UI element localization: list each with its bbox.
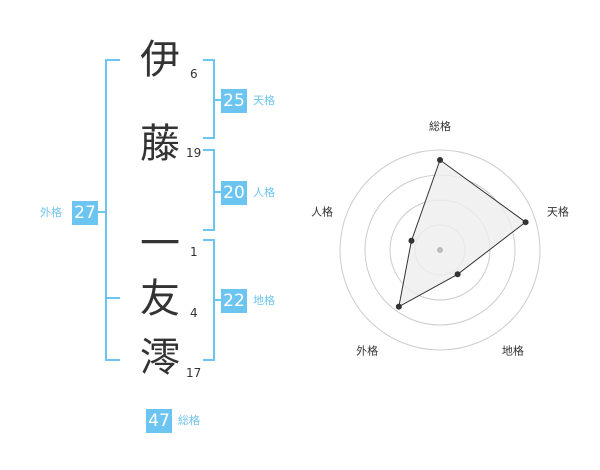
radar-point-4	[395, 303, 402, 310]
name-char-1: 伊	[140, 37, 180, 83]
tenkaku-label: 天格	[253, 94, 275, 107]
radar-series-area	[398, 159, 527, 308]
radar-point-1	[437, 157, 443, 163]
radar-center-point	[437, 247, 443, 253]
name-char-5: 澪	[140, 335, 180, 381]
stroke-count-4: 4	[190, 306, 198, 320]
name-char-3: 一	[140, 221, 180, 267]
radar-point-5	[408, 237, 415, 244]
radar-axis-label-4: 外格	[356, 343, 378, 357]
radar-axis-label-3: 地格	[502, 343, 524, 357]
radar-axis-label-2: 天格	[547, 205, 569, 219]
radar-axis-label-1: 総格	[429, 119, 451, 133]
chikaku-badge: 22	[221, 289, 247, 313]
soukaku-label: 総格	[178, 414, 200, 427]
gaikaku-bracket	[105, 59, 120, 361]
tenkaku-badge: 25	[221, 89, 247, 113]
gaikaku-badge: 27	[72, 201, 98, 225]
chikaku-label: 地格	[253, 294, 275, 307]
radar-axis-label-5: 人格	[311, 205, 333, 219]
stroke-count-3: 1	[190, 245, 198, 259]
stroke-count-1: 6	[190, 67, 198, 81]
radar-point-3	[454, 271, 461, 278]
stroke-count-5: 17	[186, 366, 202, 380]
gaikaku-label: 外格	[40, 206, 62, 219]
jinkaku-bracket	[203, 149, 215, 231]
jinkaku-badge: 20	[221, 181, 247, 205]
radar-point-2	[522, 219, 529, 226]
name-char-2: 藤	[140, 121, 180, 167]
name-char-4: 友	[140, 276, 180, 322]
radar-ring	[339, 149, 541, 351]
jinkaku-label: 人格	[253, 186, 275, 199]
soukaku-badge: 47	[146, 409, 172, 433]
stroke-count-2: 19	[186, 146, 202, 160]
